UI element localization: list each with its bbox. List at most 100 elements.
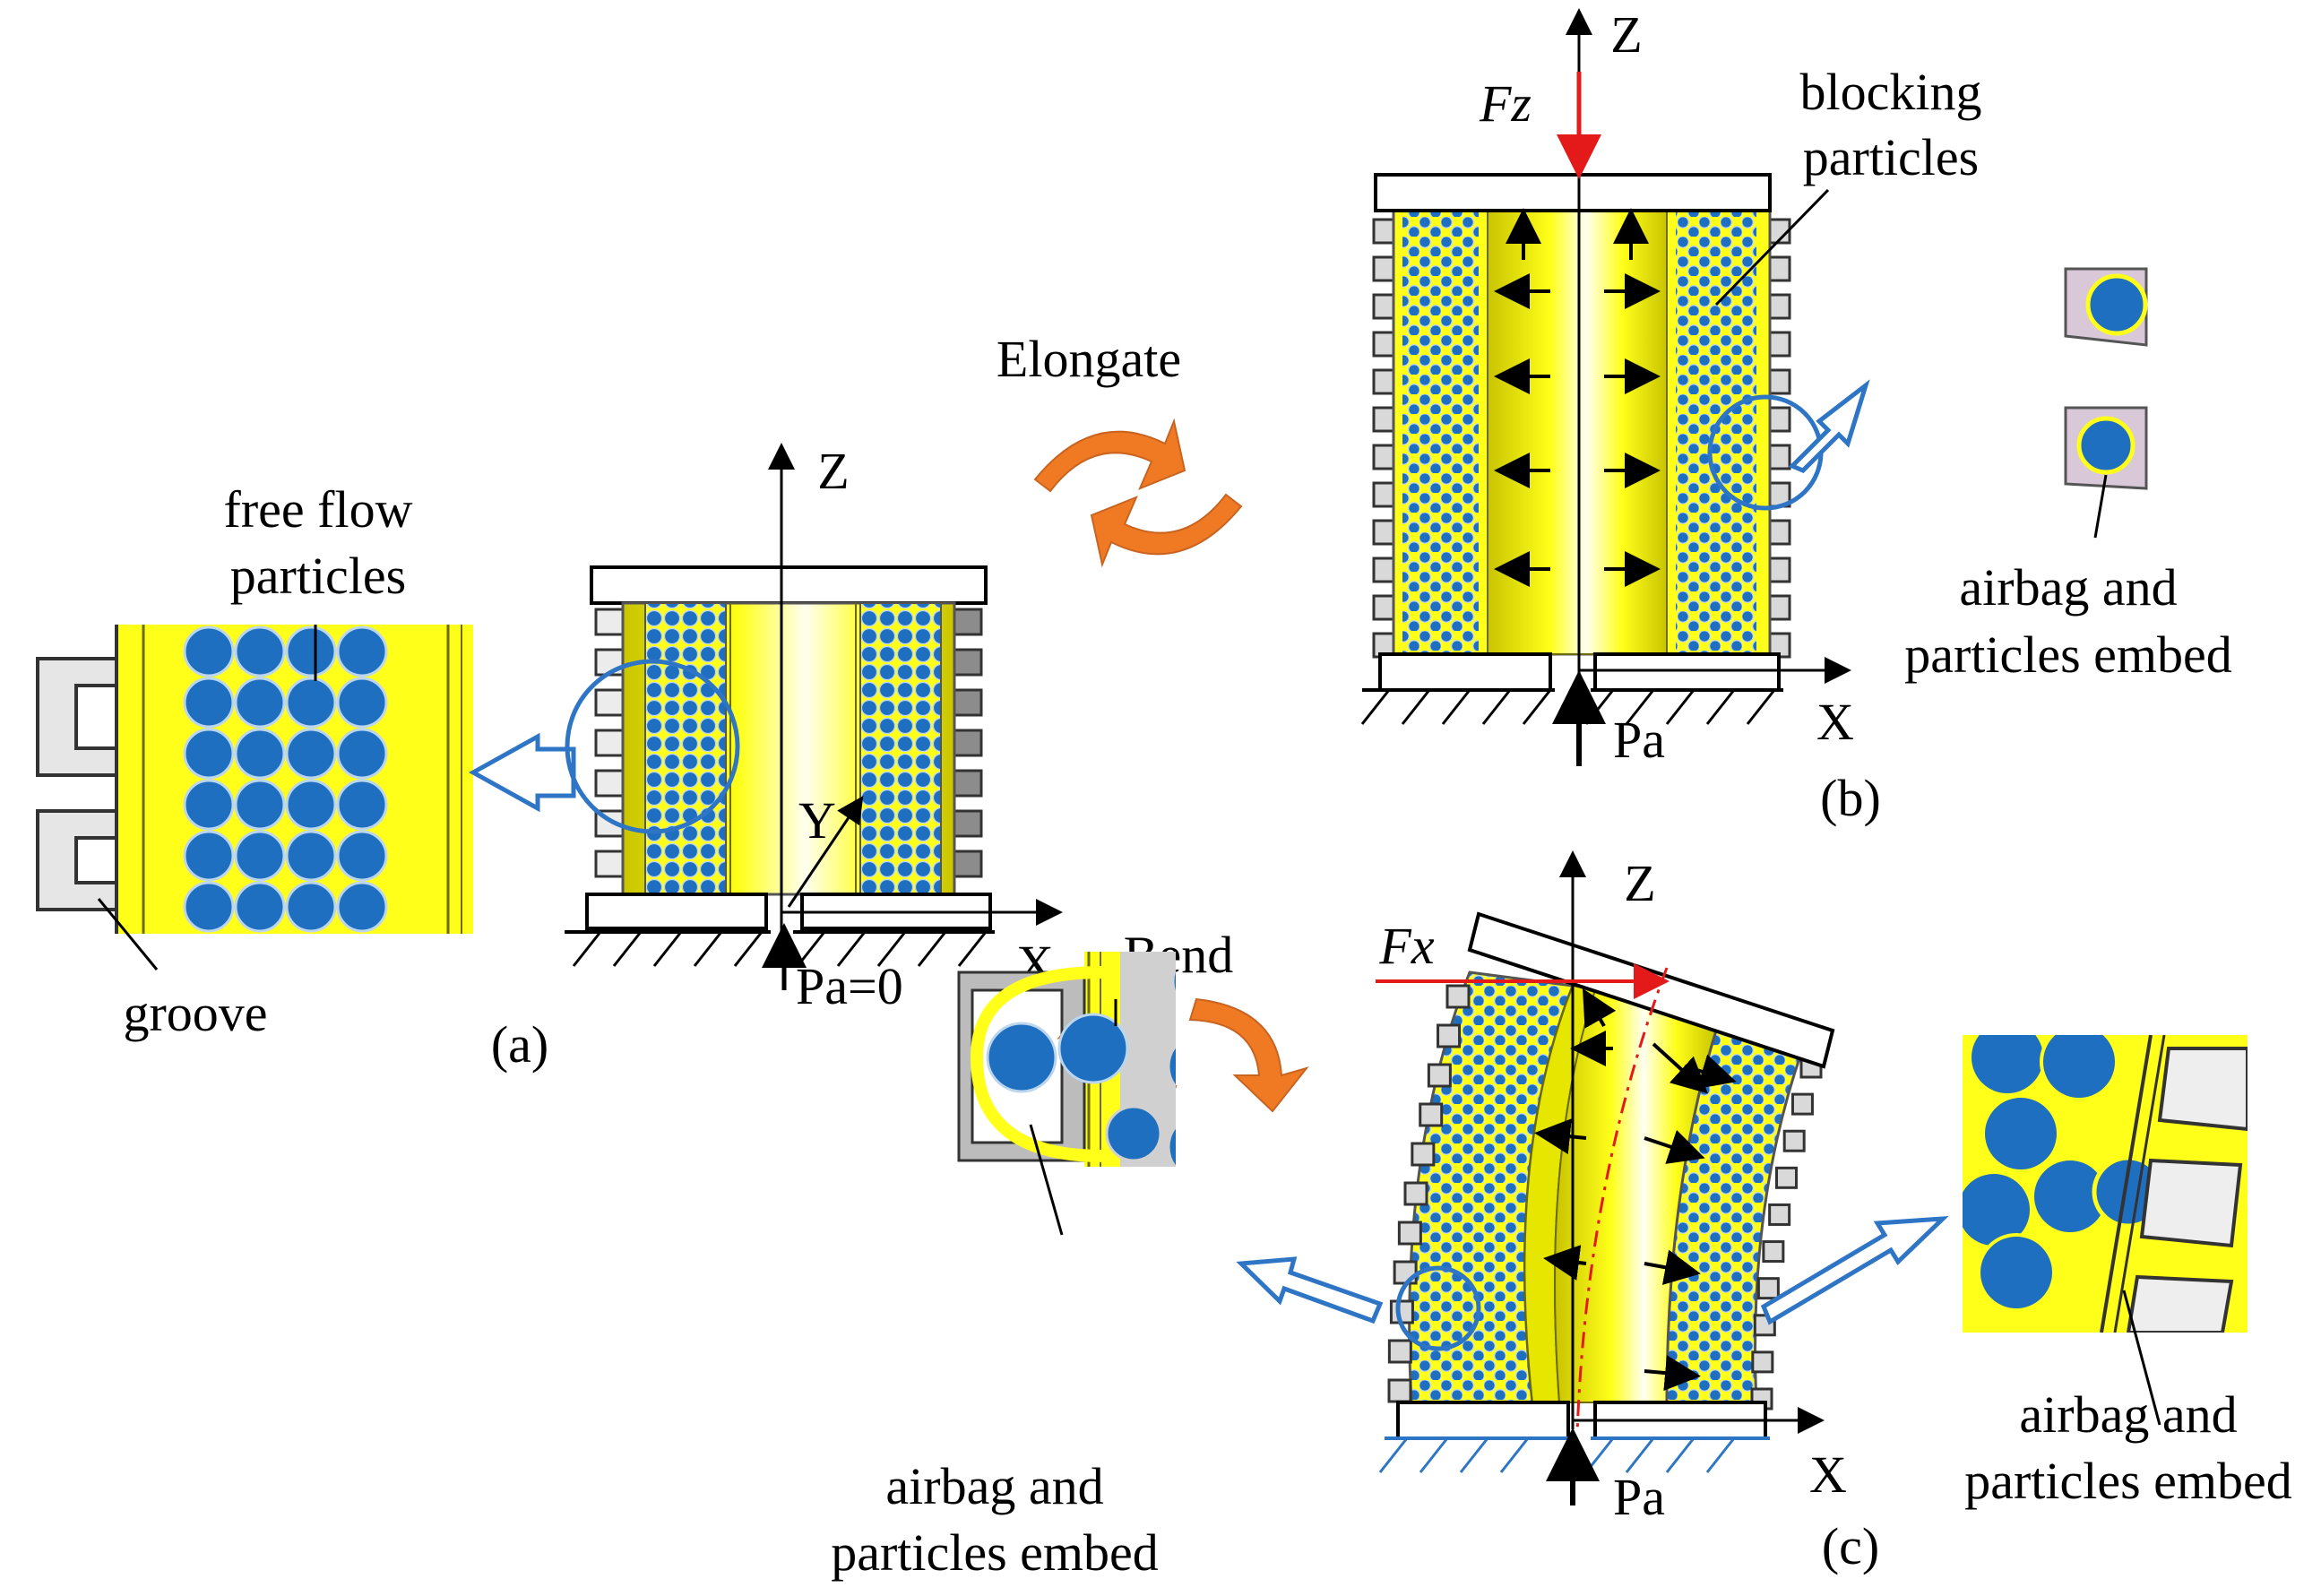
pressure-b: Pa <box>1613 711 1665 769</box>
elongate-label: Elongate <box>997 330 1181 388</box>
blocking-particle-cluster <box>1886 229 2084 533</box>
callout-arrow-a <box>468 732 576 813</box>
groove-tooth <box>1768 519 1791 546</box>
blocking-label-1: blocking <box>1800 63 1982 121</box>
hatch-line <box>917 931 947 967</box>
hatch-line <box>612 931 643 967</box>
blocking-particle <box>1904 457 1967 520</box>
groove-tooth <box>1768 368 1791 395</box>
free-particle <box>336 677 388 729</box>
pressure-arrow <box>1684 1054 1737 1089</box>
groove-tooth <box>953 769 983 798</box>
pressure-a: Pa=0 <box>796 957 903 1015</box>
force-fz: Fz <box>1479 74 1532 133</box>
blocking-particle <box>1963 345 2025 408</box>
free-particle <box>183 728 235 780</box>
actuator-b <box>1360 8 1851 766</box>
free-particle <box>285 728 337 780</box>
axis-z-a: Z <box>817 442 849 500</box>
hatch-line <box>1584 689 1615 725</box>
embed-label-b-1: airbag and <box>1959 558 2177 617</box>
blocking-particle <box>1949 287 2012 349</box>
groove-tooth <box>1768 255 1791 282</box>
transition-elongate: Elongate <box>997 330 1243 568</box>
pressure-arrow <box>1652 1042 1708 1094</box>
hatch-line <box>1419 1437 1449 1473</box>
pressure-arrows-b <box>1494 208 1661 587</box>
zoom-inset-free-flow <box>36 625 473 971</box>
hatch-line <box>1360 689 1391 725</box>
groove-tooth <box>1387 1378 1412 1403</box>
free-particle <box>183 625 235 677</box>
pressure-arrow <box>1644 1249 1701 1285</box>
embed-label-c-left-1: airbag and <box>885 1457 1103 1515</box>
panel-a: free flow particles groove <box>36 442 1063 1074</box>
pressure-arrow <box>1644 1355 1701 1392</box>
hatch-line <box>1665 689 1695 725</box>
zoom-inset-c-left <box>957 952 1176 1236</box>
groove-tooth <box>1768 406 1791 433</box>
groove-tooth <box>953 608 983 636</box>
groove-tooth <box>1445 984 1471 1009</box>
groove-tooth <box>1372 481 1395 508</box>
groove-tooth <box>1768 556 1791 583</box>
free-particle <box>234 728 286 780</box>
free-particle <box>336 881 388 933</box>
groove-tooth <box>953 648 983 677</box>
pressure-arrow <box>1534 1118 1587 1155</box>
groove-tooth <box>953 729 983 757</box>
actuator-a <box>565 443 1063 990</box>
groove-tooth <box>1437 1023 1462 1048</box>
hatch-line <box>693 931 723 967</box>
groove-tooth <box>1768 293 1791 320</box>
zoom-inset-blocking <box>1886 229 2148 539</box>
rotate-arrow-bottom <box>1090 493 1243 568</box>
free-particle <box>234 881 286 933</box>
free-particle <box>183 881 235 933</box>
axis-y-a: Y <box>798 791 836 850</box>
ground-hatch-b <box>1360 689 1776 725</box>
groove-tooth <box>1403 1181 1428 1206</box>
embed-label-c-right-1: airbag and <box>2019 1385 2237 1444</box>
axis-x-b: X <box>1816 693 1854 751</box>
free-particle <box>234 677 286 729</box>
groove-tooth <box>1419 1102 1444 1127</box>
groove-tooth <box>1768 1203 1791 1226</box>
groove-tooth <box>1790 1092 1814 1116</box>
blocking-particle <box>2007 421 2070 484</box>
embed-label-b-2: particles embed <box>1904 625 2232 684</box>
groove-tooth <box>1372 255 1395 282</box>
groove-tooth <box>1756 1277 1780 1300</box>
hatch-line <box>1665 1437 1695 1473</box>
groove-tooth <box>1768 444 1791 470</box>
teeth-right-b <box>1768 218 1791 659</box>
rotate-arrow-bend-right <box>1188 997 1309 1113</box>
groove-leader <box>97 898 159 971</box>
blocking-particle <box>1886 296 1949 358</box>
hatch-line <box>1499 1437 1530 1473</box>
groove-tooth <box>1751 1350 1774 1374</box>
groove-tooth <box>1768 594 1791 621</box>
groove-tooth <box>1372 368 1395 395</box>
free-particle <box>183 677 235 729</box>
free-particle <box>285 830 337 882</box>
groove-tooth <box>594 850 625 878</box>
groove-tooth <box>1768 331 1791 358</box>
blocking-particle <box>1967 457 2030 520</box>
groove-tooth <box>1372 218 1395 245</box>
axis-x-c: X <box>1809 1445 1847 1504</box>
hatch-line <box>1625 689 1655 725</box>
zoom-circle-a <box>565 659 740 834</box>
free-particle <box>234 779 286 831</box>
groove-tooth <box>1411 1142 1436 1167</box>
groove-tooth <box>1427 1063 1452 1088</box>
ground-hatch-a <box>572 931 988 967</box>
callout-arrow-c-left <box>1236 1256 1384 1324</box>
free-particle <box>285 625 337 677</box>
hatch-line <box>652 931 683 967</box>
hatch-line <box>1705 1437 1736 1473</box>
free-particle <box>336 625 388 677</box>
groove-tooth <box>1387 1339 1412 1364</box>
groove-tooth <box>1372 406 1395 433</box>
